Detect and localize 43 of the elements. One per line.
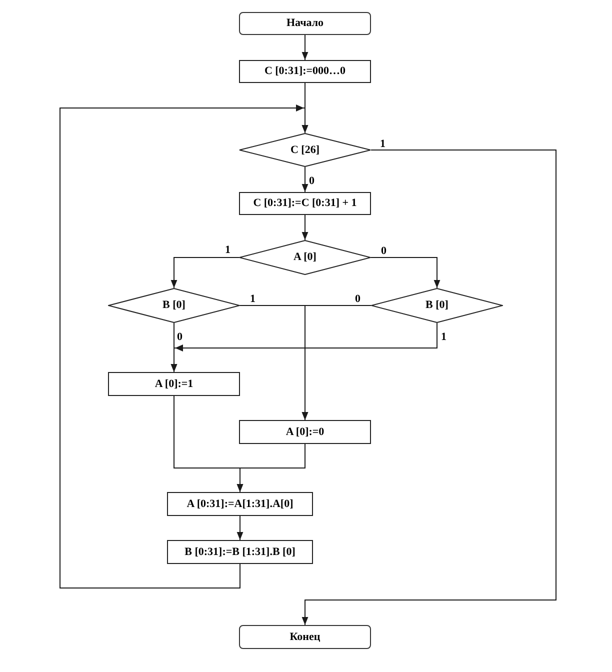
process-box bbox=[239, 60, 371, 83]
arrow bbox=[236, 444, 306, 492]
decision-diamond bbox=[371, 288, 503, 323]
process-label: A [0]:=1 bbox=[154, 378, 194, 390]
process-label: A [0:31]:=A[1:31].A[0] bbox=[186, 498, 294, 510]
terminal-label: Конец bbox=[290, 632, 320, 642]
arrow bbox=[170, 322, 438, 372]
process-box bbox=[167, 492, 313, 516]
process-label: B [0:31]:=B [1:31].B [0] bbox=[184, 546, 296, 558]
edge-label: 1 bbox=[250, 294, 256, 305]
arrow bbox=[302, 34, 308, 60]
condition-label: C [26] bbox=[290, 144, 320, 156]
decision-diamond bbox=[239, 240, 371, 275]
arrow bbox=[302, 150, 556, 626]
process-box bbox=[239, 420, 371, 444]
arrow bbox=[302, 166, 308, 192]
condition-label: B [0] bbox=[162, 300, 186, 311]
edge-label: 0 bbox=[381, 246, 386, 257]
decision-diamond bbox=[108, 288, 240, 323]
edge-label: 1 bbox=[225, 245, 230, 256]
arrow bbox=[302, 305, 372, 420]
arrow bbox=[302, 214, 308, 240]
terminal-box bbox=[239, 12, 371, 35]
process-box bbox=[108, 372, 240, 396]
decision-diamond bbox=[239, 133, 371, 167]
terminal-box bbox=[239, 625, 371, 649]
edge-label: 0 bbox=[309, 176, 314, 187]
arrow bbox=[60, 104, 308, 588]
arrow bbox=[370, 257, 440, 288]
condition-label: A [0] bbox=[294, 252, 316, 263]
edge-label: 0 bbox=[355, 294, 360, 305]
process-label: C [0:31]:=000…0 bbox=[264, 66, 346, 77]
edge-label: 1 bbox=[380, 139, 386, 150]
terminal-label: Начало bbox=[286, 18, 324, 29]
condition-label: B [0] bbox=[426, 300, 448, 311]
edge-label: 1 bbox=[441, 332, 446, 343]
process-box bbox=[167, 540, 313, 564]
process-label: C [0:31]:=C [0:31] + 1 bbox=[253, 198, 357, 209]
edge-label: 0 bbox=[177, 332, 182, 343]
process-box bbox=[239, 192, 371, 215]
arrow bbox=[170, 257, 240, 288]
process-label: A [0]:=0 bbox=[286, 426, 324, 438]
arrow bbox=[236, 516, 244, 540]
